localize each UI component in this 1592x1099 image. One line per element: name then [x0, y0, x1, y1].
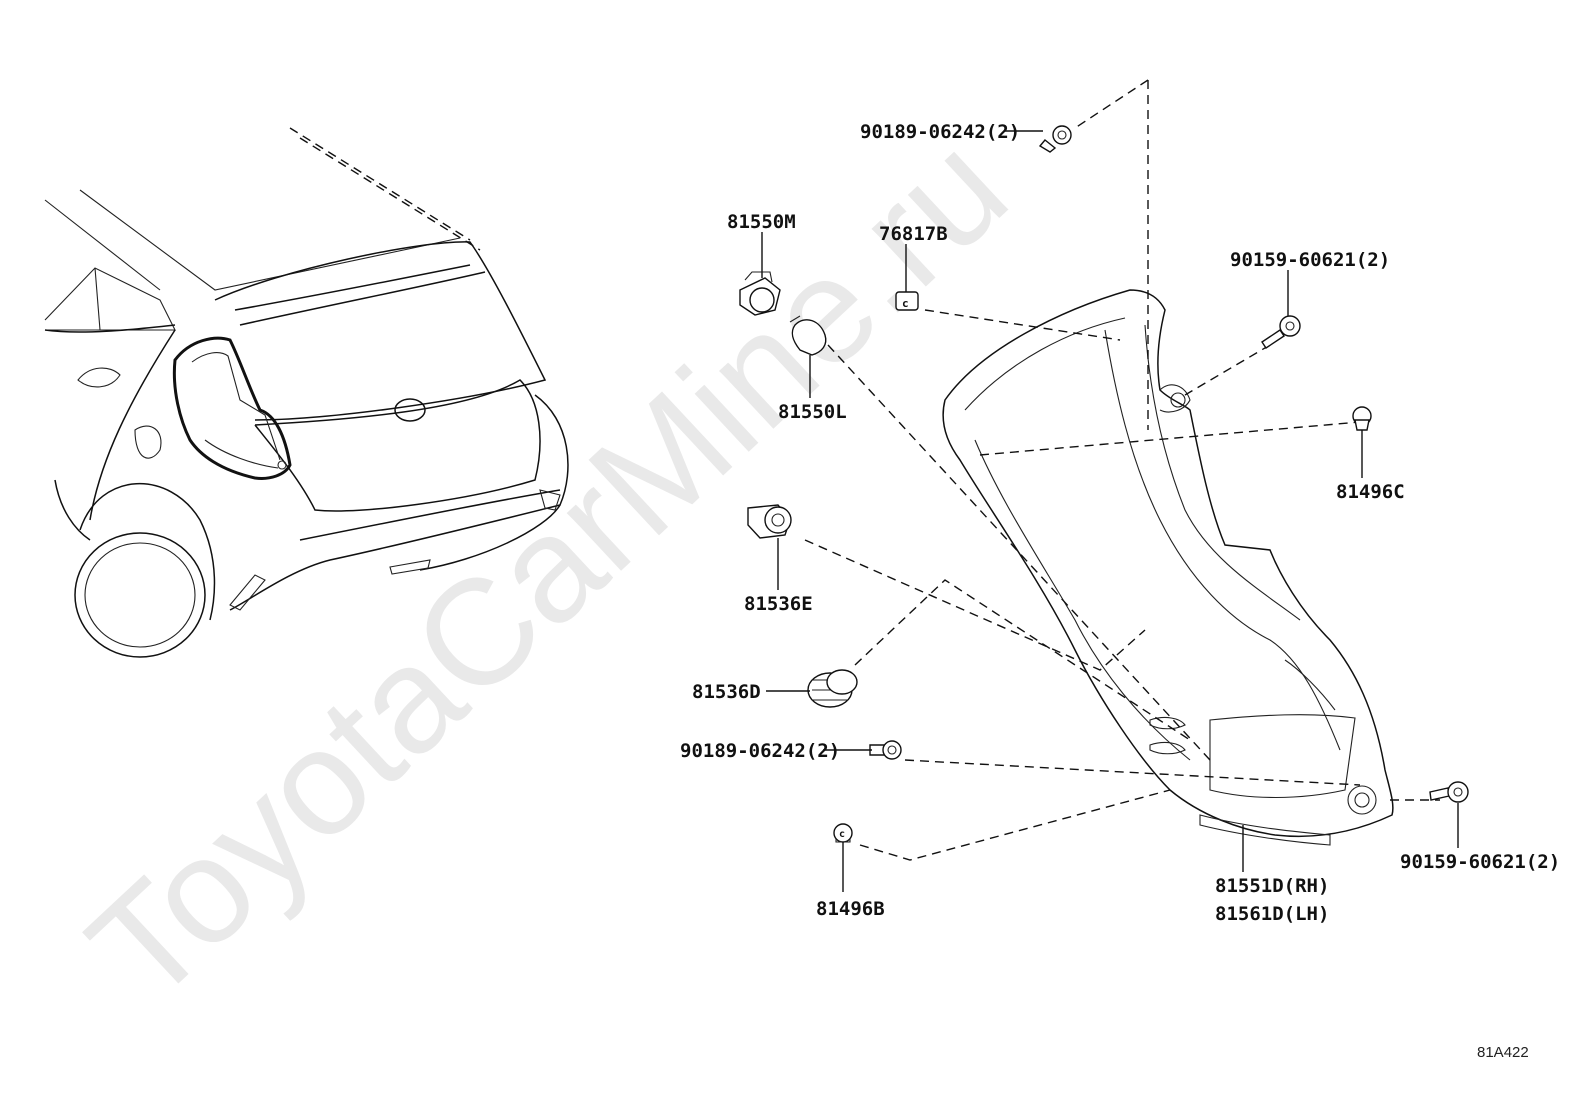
part-labels: 90189-06242(2) 81550M 76817B 90159-60621… — [680, 121, 1560, 925]
connection-lines — [804, 79, 1440, 861]
label-lamp-rh: 81551D(RH) — [1215, 875, 1329, 897]
label-81536d: 81536D — [692, 681, 761, 703]
socket-81536e-part — [747, 504, 792, 539]
socket-81536d-part — [807, 669, 858, 708]
tail-lamp-assembly — [942, 289, 1394, 846]
car-rear-illustration — [44, 127, 569, 658]
clip-76817b-part: c — [895, 291, 919, 311]
screw-bottom-part — [869, 740, 902, 760]
grommet-81496b-part: c — [833, 823, 853, 843]
label-screw-top: 90189-06242(2) — [860, 121, 1020, 143]
label-screw-bottom: 90189-06242(2) — [680, 740, 840, 762]
bulb-81550l-part — [789, 315, 827, 356]
svg-text:c: c — [839, 829, 845, 840]
grommet-81496c-part — [1352, 406, 1372, 431]
screw-top-part — [1038, 125, 1072, 153]
label-76817b: 76817B — [879, 223, 948, 245]
diagram-code: 81A422 — [1477, 1044, 1529, 1061]
bolt-top-right-part — [1261, 315, 1301, 349]
bolt-bottom-right-part — [1429, 781, 1469, 803]
label-81496b: 81496B — [816, 898, 885, 920]
label-81550m: 81550M — [727, 211, 796, 233]
leader-lines — [761, 130, 1459, 892]
label-81550l: 81550L — [778, 401, 847, 423]
label-bolt-top-right: 90159-60621(2) — [1230, 249, 1390, 271]
label-bolt-bottom-right: 90159-60621(2) — [1400, 851, 1560, 873]
label-81536e: 81536E — [744, 593, 813, 615]
socket-81550m-part — [739, 271, 781, 316]
svg-text:c: c — [902, 297, 909, 310]
label-81496c: 81496C — [1336, 481, 1405, 503]
label-lamp-lh: 81561D(LH) — [1215, 903, 1329, 925]
